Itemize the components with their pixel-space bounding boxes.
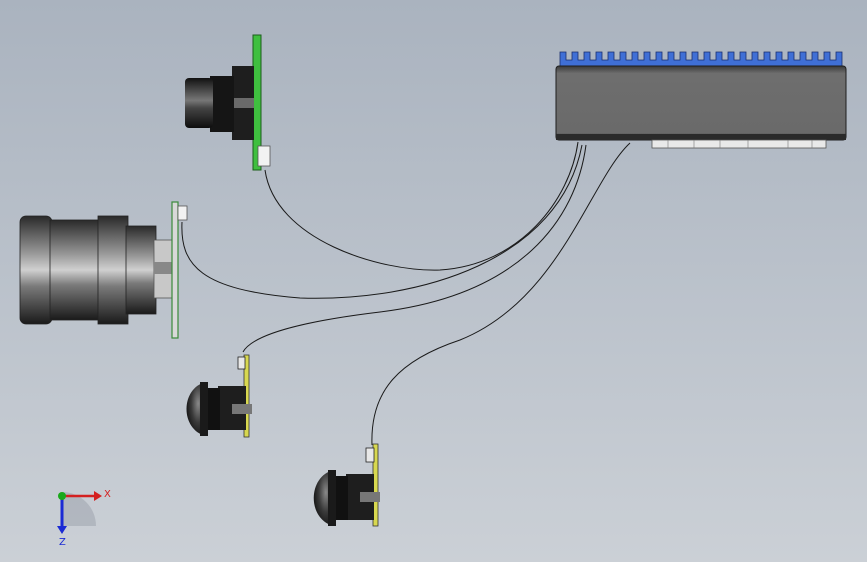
pcb-board (171, 201, 179, 339)
cable-camera-large (181, 144, 583, 299)
cable-camera-low (371, 142, 631, 446)
lens-barrel (185, 78, 213, 128)
triad-shadow (62, 492, 96, 526)
x-axis-arrow (94, 491, 102, 501)
pcb-connector (365, 447, 375, 463)
pcb-connector (237, 356, 246, 370)
cables (181, 141, 631, 446)
cable-camera-mid (242, 144, 587, 353)
camera-module-low[interactable] (313, 443, 380, 527)
pcb-connector (257, 145, 271, 167)
heatsink-fins (559, 51, 843, 69)
cable-camera-top (264, 141, 579, 271)
camera-module-large[interactable] (19, 201, 188, 339)
z-axis-label: Z (59, 537, 66, 548)
pcb-connector (177, 205, 188, 221)
axis-triad: X Z (57, 489, 111, 548)
housing (555, 65, 847, 141)
camera-module-mid[interactable] (186, 354, 253, 438)
x-axis-label: X (104, 489, 111, 500)
z-axis-arrow (57, 526, 67, 534)
controller-box[interactable] (555, 51, 847, 149)
lens-barrel-large (19, 215, 53, 325)
connector-strip (651, 139, 827, 149)
y-axis-dot (58, 492, 66, 500)
camera-module-top[interactable] (185, 34, 271, 171)
